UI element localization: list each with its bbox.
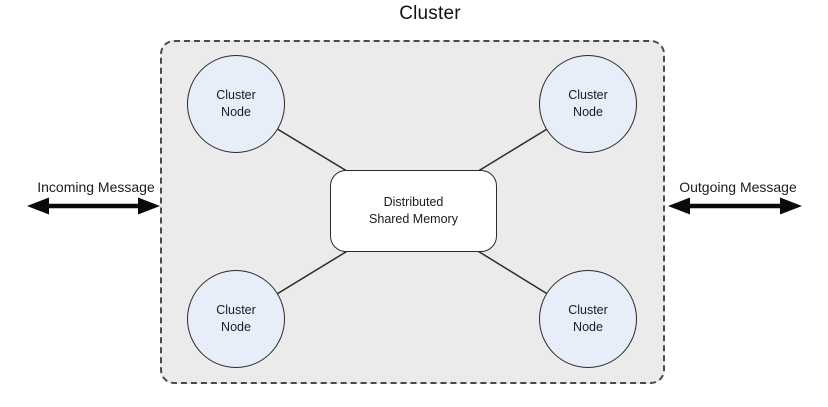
distributed-shared-memory-box: Distributed Shared Memory bbox=[330, 170, 497, 252]
cluster-node-top-left: Cluster Node bbox=[187, 55, 285, 153]
cluster-node-bottom-left: Cluster Node bbox=[187, 270, 285, 368]
incoming-arrow-icon bbox=[27, 197, 160, 215]
cluster-node-top-right: Cluster Node bbox=[539, 55, 637, 153]
outgoing-arrow-icon bbox=[668, 197, 802, 215]
cluster-node-bottom-right: Cluster Node bbox=[539, 270, 637, 368]
diagram-title: Cluster bbox=[399, 3, 461, 24]
incoming-message-label: Incoming Message bbox=[37, 179, 155, 195]
outgoing-message-label: Outgoing Message bbox=[679, 179, 797, 195]
